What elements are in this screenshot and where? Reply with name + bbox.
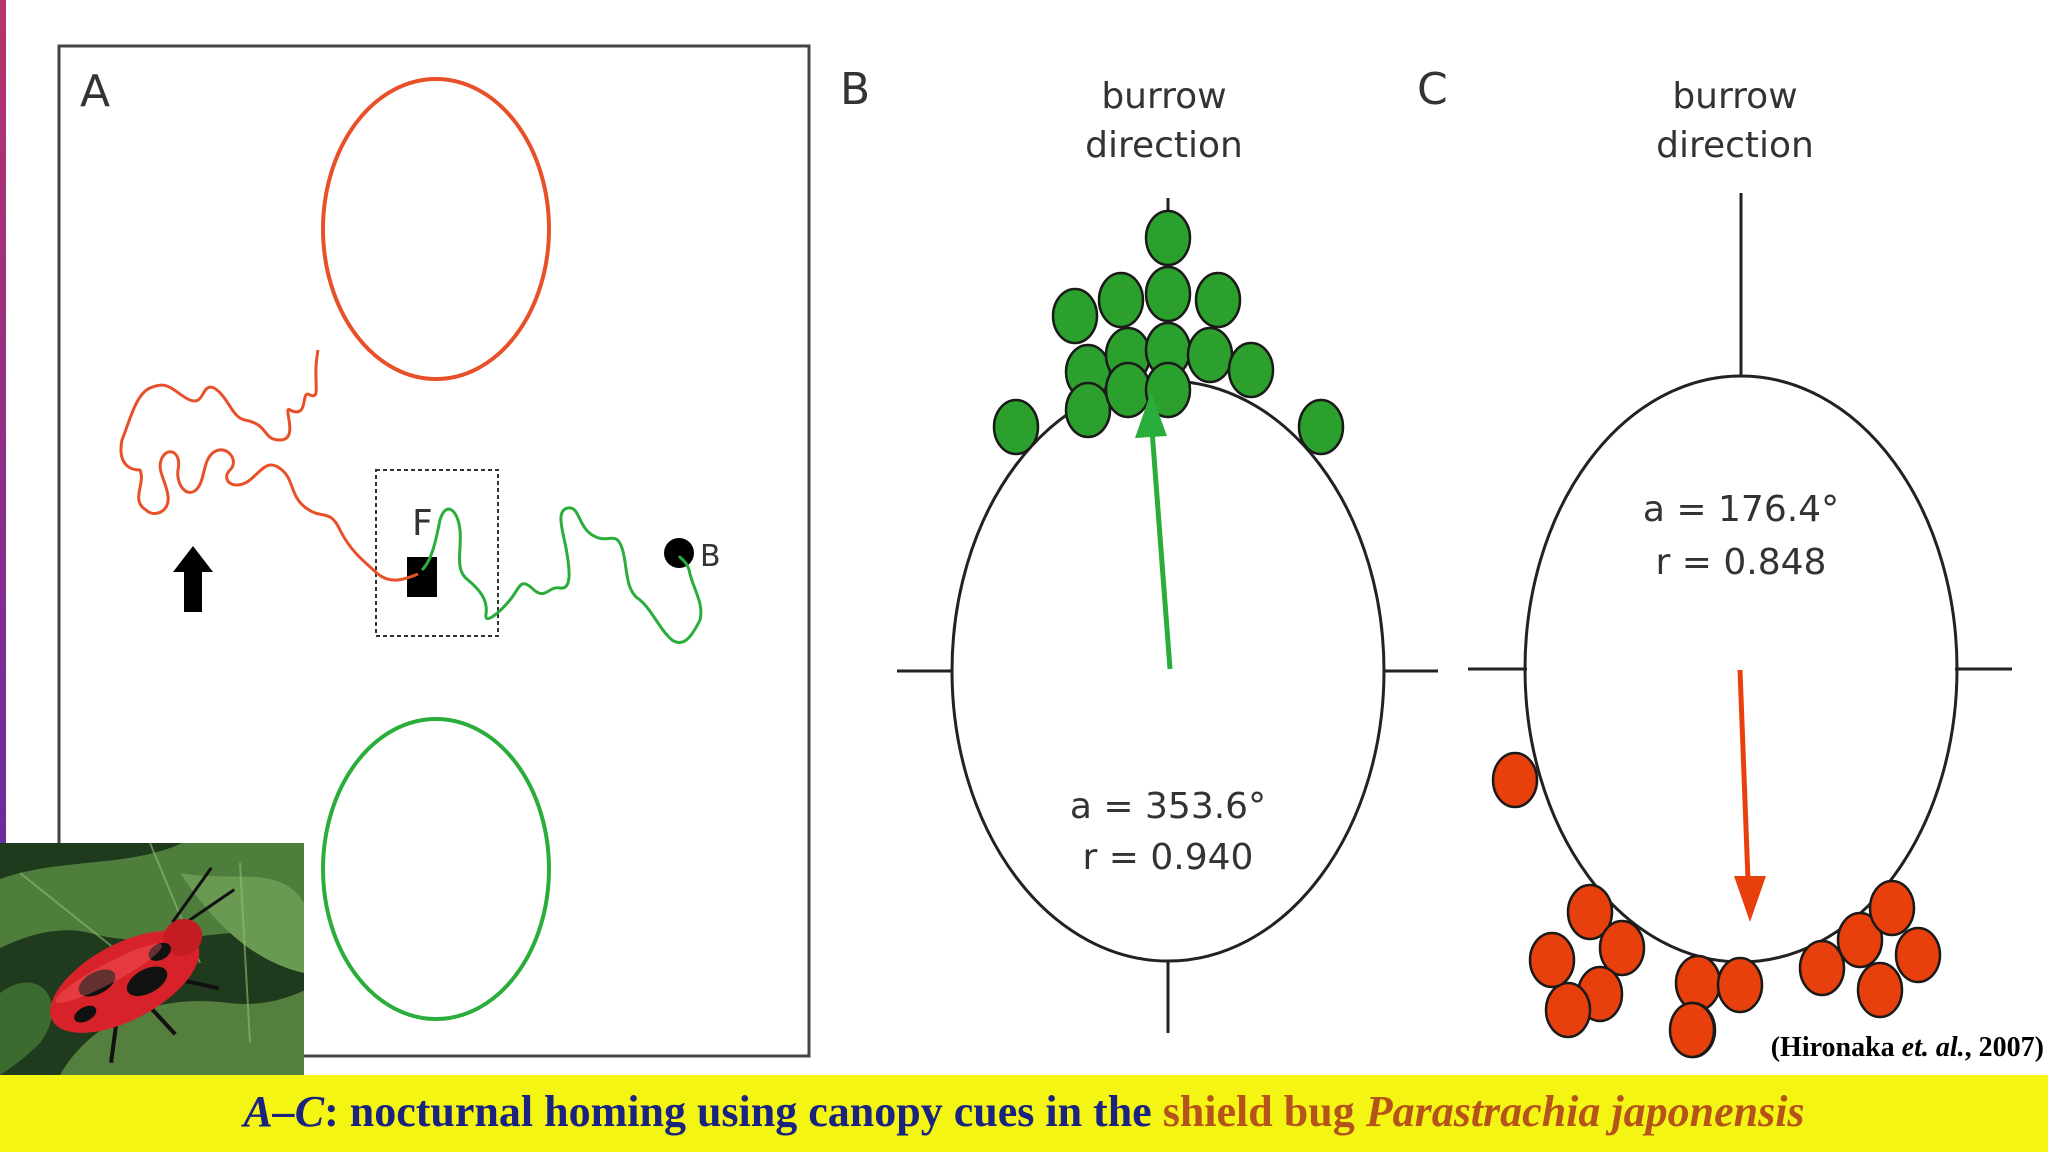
panel-c-point-3 — [1598, 919, 1646, 977]
panel-c-point-9 — [1836, 911, 1884, 969]
panel-b: B burrow direction a = 353.6° r = 0.940 — [840, 64, 1438, 1033]
green-bug-track — [420, 506, 703, 644]
caption-main: : nocturnal homing using canopy cues in … — [324, 1087, 1163, 1136]
panel-c-point-2 — [1566, 883, 1614, 941]
panel-c-title-line2: direction — [1656, 125, 1814, 166]
panel-c-arrowhead-icon — [1734, 876, 1766, 922]
homing-figure: A F B B burrow direction a = 353.6° r = … — [57, 44, 2012, 1059]
caption-bar — [0, 1075, 2048, 1152]
red-bug-track — [119, 349, 419, 582]
panel-b-point-2 — [1051, 287, 1099, 345]
panel-b-r: r = 0.940 — [1083, 837, 1254, 878]
panel-b-letter: B — [840, 64, 870, 115]
panel-c-point-6 — [1716, 956, 1764, 1014]
panel-c-point-11 — [1894, 926, 1942, 984]
panel-b-point-3 — [1097, 271, 1145, 329]
panel-c-circle — [1523, 374, 1959, 964]
citation-close: , 2007) — [1964, 1032, 2044, 1063]
panel-c-point-12 — [1856, 961, 1904, 1019]
panel-c-r: r = 0.848 — [1656, 542, 1827, 583]
panel-b-point-15 — [1144, 361, 1192, 419]
panel-c-point-8 — [1798, 939, 1846, 997]
arrow-up-icon — [173, 546, 213, 612]
panel-c-angle: a = 176.4° — [1643, 489, 1839, 530]
panel-c-point-1 — [1491, 751, 1539, 809]
citation-etal: et. al. — [1901, 1032, 1965, 1063]
release-box — [375, 469, 499, 637]
panel-b-point-11 — [992, 398, 1040, 456]
panel-c-title-line1: burrow — [1672, 76, 1797, 117]
burrow-marker — [664, 538, 694, 568]
panel-b-point-5 — [1194, 271, 1242, 329]
panel-c-point-15 — [1528, 931, 1576, 989]
panel-b-point-10 — [1227, 341, 1275, 399]
panel-c: C burrow direction a = 176.4° r = 0.848 — [1417, 64, 2012, 1059]
burrow-label: B — [700, 539, 721, 574]
slide-accent-bar — [0, 0, 6, 860]
figure-caption: A–C: nocturnal homing using canopy cues … — [0, 1086, 2048, 1137]
panel-c-points — [1491, 751, 1942, 1059]
green-canopy-circle — [321, 717, 551, 1021]
panel-b-point-13 — [1064, 381, 1112, 439]
panel-c-point-10 — [1868, 879, 1916, 937]
panel-c-point-13 — [1668, 1001, 1716, 1059]
caption-species-plain: shield bug — [1162, 1087, 1366, 1136]
panel-c-mean-vector — [1737, 669, 1751, 881]
caption-panel-range: A–C — [243, 1087, 325, 1136]
red-canopy-circle — [321, 77, 551, 381]
shield-bug-photo — [0, 843, 304, 1075]
arena-frame — [57, 44, 811, 1058]
citation: (Hironaka et. al., 2007) — [1771, 1032, 2044, 1064]
feeder-label: F — [412, 503, 433, 544]
panel-b-mean-vector — [1149, 429, 1173, 670]
panel-b-points — [992, 209, 1345, 456]
panel-b-title-line2: direction — [1085, 125, 1243, 166]
panel-b-point-9 — [1186, 326, 1234, 384]
panel-b-angle: a = 353.6° — [1070, 786, 1266, 827]
panel-b-point-1 — [1144, 209, 1192, 267]
panel-b-arrowhead-icon — [1135, 392, 1167, 438]
panel-c-point-5 — [1674, 954, 1722, 1012]
citation-open: (Hironaka — [1770, 1032, 1902, 1063]
panel-b-point-12 — [1297, 398, 1345, 456]
panel-a: A F B — [57, 44, 811, 1058]
panel-c-letter: C — [1417, 64, 1448, 115]
panel-b-point-4 — [1144, 265, 1192, 323]
panel-a-letter: A — [80, 66, 110, 117]
caption-species-italic: Parastrachia japonensis — [1365, 1087, 1805, 1136]
panel-c-point-14 — [1544, 981, 1592, 1039]
panel-b-point-14 — [1104, 361, 1152, 419]
panel-b-title-line1: burrow — [1101, 76, 1226, 117]
